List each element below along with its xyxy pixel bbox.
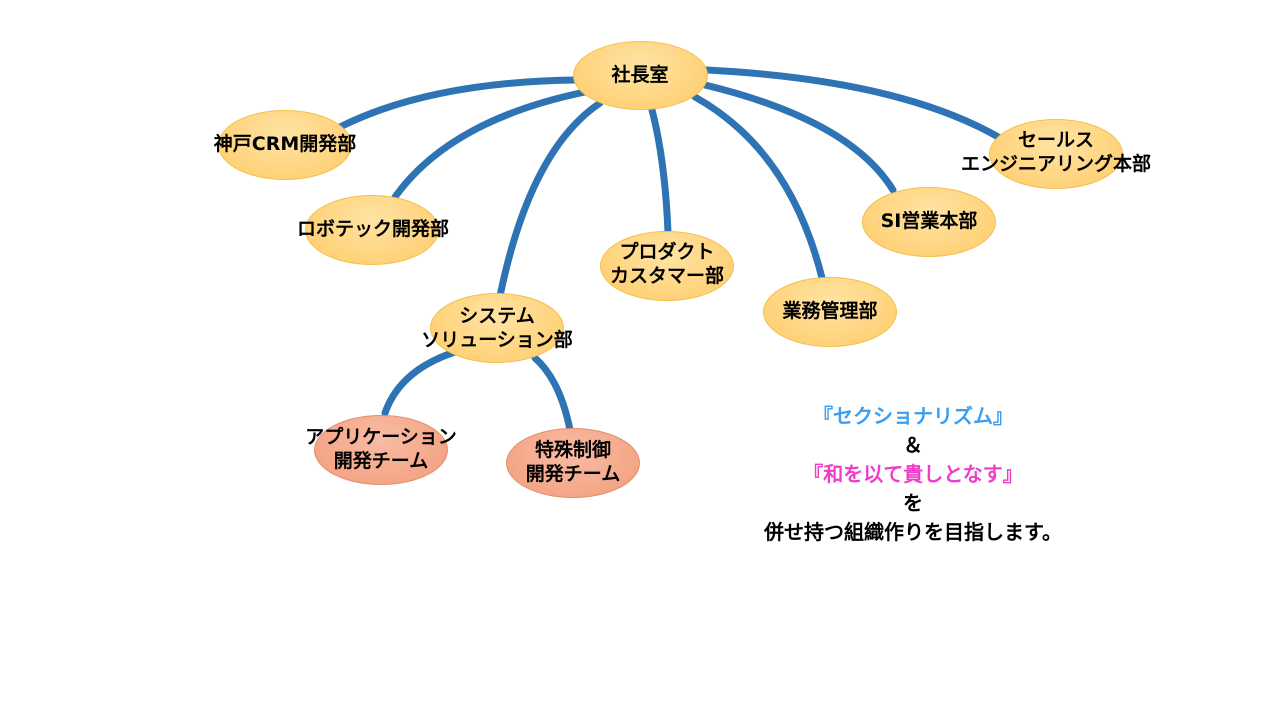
- label-app-dev-team: アプリケーション 開発チーム: [305, 425, 457, 473]
- label-sales-engineering-line2: エンジニアリング本部: [960, 153, 1152, 175]
- message-wo: を: [903, 491, 923, 515]
- line-president-kobe-crm: [336, 76, 579, 131]
- line-system-solution-app-dev: [381, 348, 459, 417]
- label-system-solution: システム ソリューション部: [421, 304, 573, 352]
- line-president-business-mgmt: [691, 93, 826, 282]
- node-business-mgmt: [763, 277, 897, 347]
- label-product-customer: プロダクト カスタマー部: [610, 240, 724, 288]
- label-product-customer-line1: プロダクト: [619, 241, 715, 263]
- label-business-mgmt: 業務管理部: [782, 300, 878, 322]
- node-app-dev-team: [314, 415, 448, 485]
- label-system-solution-line2: ソリューション部: [421, 329, 573, 351]
- label-system-solution-line1: システム: [459, 305, 535, 327]
- line-president-system-solution: [496, 99, 604, 300]
- line-president-si-sales: [701, 81, 897, 194]
- node-robotech: [305, 195, 439, 265]
- label-robotech: ロボテック開発部: [296, 218, 450, 240]
- label-si-sales: SI営業本部: [880, 210, 978, 232]
- label-kobe-crm: 神戸CRM開発部: [213, 133, 357, 155]
- line-system-solution-special-control: [531, 354, 574, 434]
- node-system-solution: [430, 293, 564, 363]
- node-special-control-team: [506, 428, 640, 498]
- message-conclusion: 併せ持つ組織作りを目指します。: [764, 520, 1062, 544]
- node-kobe-crm: [218, 110, 352, 180]
- node-sales-engineering: [989, 119, 1123, 189]
- message-ampersand: ＆: [903, 433, 923, 457]
- message-harmony: 『和を以て貴しとなす』: [803, 462, 1023, 486]
- node-product-customer: [600, 231, 734, 301]
- label-special-control-team-line2: 開発チーム: [525, 463, 621, 485]
- label-sales-engineering: セールス エンジニアリング本部: [961, 128, 1151, 176]
- label-app-dev-team-line2: 開発チーム: [333, 450, 429, 472]
- label-app-dev-team-line1: アプリケーション: [305, 426, 457, 448]
- node-president: [573, 41, 708, 110]
- label-sales-engineering-line1: セールス: [1017, 129, 1095, 151]
- node-si-sales: [862, 187, 996, 257]
- line-president-sales-engineering: [703, 66, 1004, 142]
- label-product-customer-line2: カスタマー部: [609, 265, 725, 287]
- label-special-control-team: 特殊制御 開発チーム: [526, 438, 620, 486]
- line-president-product-customer: [648, 106, 672, 236]
- label-president: 社長室: [611, 64, 669, 86]
- message-sectionalism: 『セクショナリズム』: [813, 404, 1013, 428]
- label-special-control-team-line1: 特殊制御: [534, 439, 611, 461]
- line-president-robotech: [391, 88, 589, 201]
